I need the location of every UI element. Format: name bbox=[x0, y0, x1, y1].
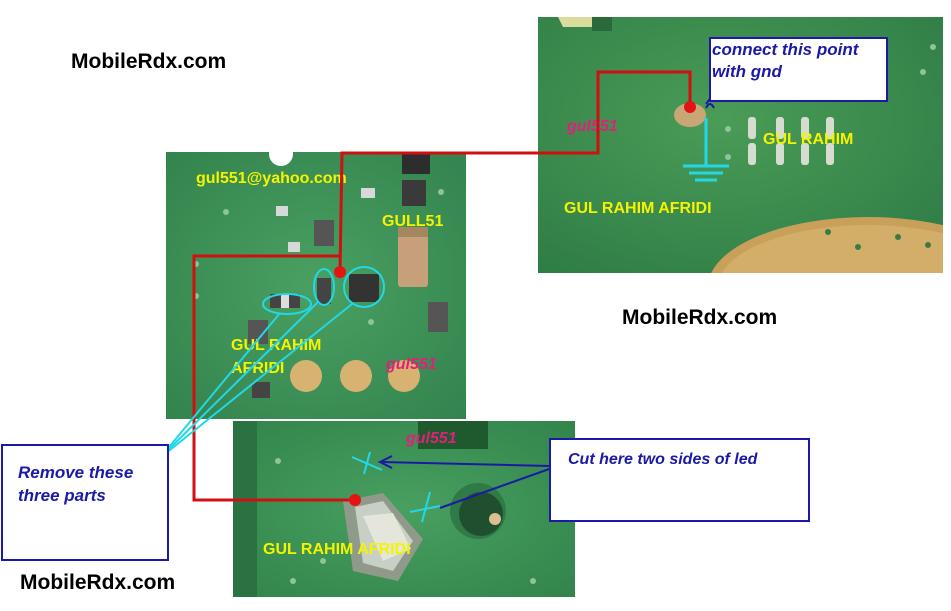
pcb-photo-bottom bbox=[233, 421, 575, 597]
label-handle-left: gul551 bbox=[386, 356, 437, 373]
label-name-line1: GUL RAHIM bbox=[231, 337, 322, 354]
callout-remove-line2: three parts bbox=[18, 486, 106, 505]
callout-gnd-line1: connect this point bbox=[712, 40, 859, 59]
callout-cut-text: Cut here two sides of led bbox=[568, 451, 758, 468]
watermark-bottom-left: MobileRdx.com bbox=[20, 571, 176, 594]
watermark-top-left: MobileRdx.com bbox=[71, 50, 227, 73]
callout-connect-gnd: connect this point with gnd bbox=[709, 37, 888, 102]
red-connect-line bbox=[338, 70, 692, 273]
red-point-right bbox=[684, 101, 696, 113]
label-handle-bottom: gul551 bbox=[406, 430, 457, 447]
label-name-line2: AFRIDI bbox=[231, 360, 285, 377]
callout-gnd-line2: with gnd bbox=[712, 62, 782, 81]
label-name-right: GUL RAHIM bbox=[763, 131, 854, 148]
cyan-mark-part-2 bbox=[313, 268, 335, 306]
cyan-mark-part-3 bbox=[343, 266, 385, 308]
callout-remove-line1: Remove these bbox=[18, 463, 134, 482]
label-email: gul551@yahoo.com bbox=[196, 170, 347, 187]
cyan-mark-part-1 bbox=[262, 293, 312, 315]
callout-cut-led: Cut here two sides of led bbox=[549, 438, 810, 522]
red-point-bottom bbox=[349, 494, 361, 506]
red-point-left bbox=[334, 266, 346, 278]
label-tag: GULL51 bbox=[382, 213, 444, 230]
watermark-middle-right: MobileRdx.com bbox=[622, 306, 778, 329]
pcb-photo-left bbox=[166, 152, 466, 419]
label-handle-right: gul551 bbox=[567, 118, 618, 135]
label-fullname-right: GUL RAHIM AFRIDI bbox=[564, 200, 712, 217]
red-route-line bbox=[192, 254, 353, 502]
callout-remove-parts: Remove these three parts bbox=[1, 444, 169, 561]
label-fullname-bottom: GUL RAHIM AFRIDI bbox=[263, 541, 411, 558]
